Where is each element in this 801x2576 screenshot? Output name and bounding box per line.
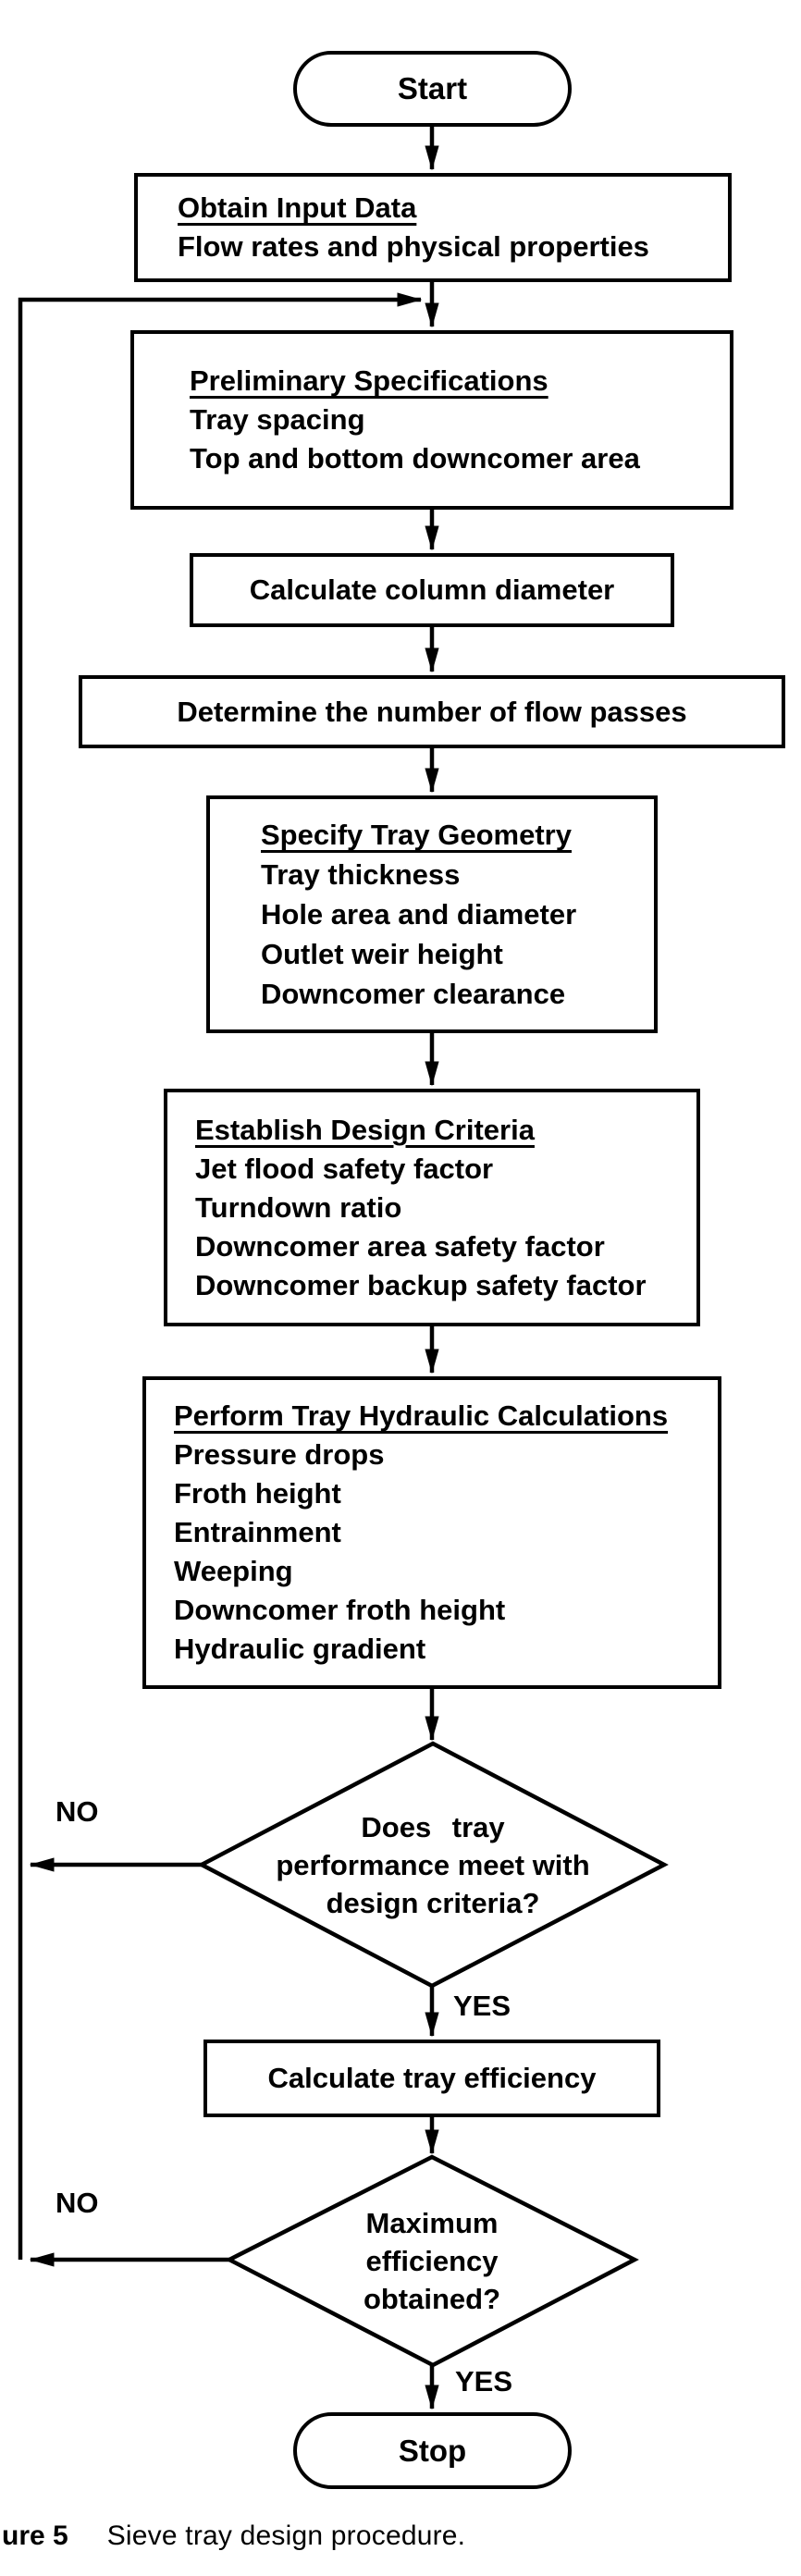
edge-feedback-loop xyxy=(18,292,423,2260)
box-line: Downcomer froth height xyxy=(174,1594,506,1626)
start-terminal: Start xyxy=(293,51,572,127)
box-line: Jet flood safety factor xyxy=(195,1152,494,1185)
box-line: Downcomer backup safety factor xyxy=(195,1268,647,1301)
box-title: Specify Tray Geometry xyxy=(261,819,572,851)
box-line: Tray thickness xyxy=(261,858,461,891)
process-calculate-tray-efficiency: Calculate tray efficiency xyxy=(203,2040,660,2117)
box-line: Tray spacing xyxy=(190,403,365,436)
box-title: Perform Tray Hydraulic Calculations xyxy=(174,1399,669,1432)
process-establish-design-criteria: Establish Design Criteria Jet flood safe… xyxy=(164,1089,700,1326)
box-line: Outlet weir height xyxy=(261,938,503,970)
box-line: Determine the number of flow passes xyxy=(177,695,687,728)
box-line: Downcomer area safety factor xyxy=(195,1229,605,1263)
box-line: Calculate tray efficiency xyxy=(267,2062,597,2094)
decision-diamond-performance xyxy=(197,1741,669,1989)
box-title: Establish Design Criteria xyxy=(195,1113,535,1146)
decision-diamond-max-efficiency xyxy=(225,2154,639,2368)
start-label: Start xyxy=(397,71,468,105)
figure-caption-number: ure 5 xyxy=(2,2521,68,2551)
stop-label: Stop xyxy=(398,2433,467,2468)
process-calculate-column-diameter: Calculate column diameter xyxy=(190,553,674,627)
box-line: Turndown ratio xyxy=(195,1190,402,1224)
process-tray-hydraulic-calculations: Perform Tray Hydraulic Calculations Pres… xyxy=(142,1376,721,1689)
no-label-max-efficiency: NO xyxy=(55,2187,99,2219)
box-line: Downcomer clearance xyxy=(261,978,566,1010)
yes-label-max-efficiency: YES xyxy=(455,2365,513,2397)
box-line: Calculate column diameter xyxy=(249,573,615,606)
no-label-performance: NO xyxy=(55,1795,99,1828)
process-obtain-input-data: Obtain Input Data Flow rates and physica… xyxy=(134,173,732,282)
box-title: Obtain Input Data xyxy=(178,191,417,224)
process-determine-flow-passes: Determine the number of flow passes xyxy=(79,675,785,748)
box-line: Weeping xyxy=(174,1555,293,1587)
box-line: Entrainment xyxy=(174,1516,341,1548)
box-line: Pressure drops xyxy=(174,1438,385,1471)
box-line: Hydraulic gradient xyxy=(174,1633,426,1665)
yes-label-performance: YES xyxy=(453,1990,511,2022)
box-title: Preliminary Specifications xyxy=(190,364,548,397)
box-line: Hole area and diameter xyxy=(261,898,577,931)
process-preliminary-specifications: Preliminary Specifications Tray spacing … xyxy=(130,330,733,510)
figure-caption-text: Sieve tray design procedure. xyxy=(106,2521,466,2551)
stop-terminal: Stop xyxy=(293,2412,572,2489)
box-line: Top and bottom downcomer area xyxy=(190,442,640,475)
figure-caption: ure 5 Sieve tray design procedure. xyxy=(2,2518,465,2555)
process-specify-tray-geometry: Specify Tray Geometry Tray thickness Hol… xyxy=(206,795,658,1033)
box-line: Flow rates and physical properties xyxy=(178,230,649,263)
box-line: Froth height xyxy=(174,1477,341,1510)
